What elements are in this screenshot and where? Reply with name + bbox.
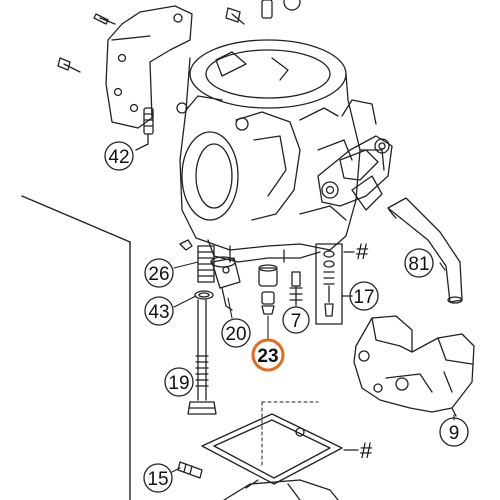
- callout-15: 15: [143, 463, 173, 493]
- needle-part-7: [289, 271, 303, 305]
- callout-7: 7: [282, 306, 310, 334]
- float-bowl-bottom: [223, 479, 339, 500]
- hash-marker-top: #: [356, 239, 369, 264]
- float-bowl-gasket: [201, 413, 343, 485]
- callout-23-highlighted: 23: [251, 338, 285, 372]
- choke-assembly: [317, 135, 393, 211]
- screw-left: [57, 57, 81, 73]
- callout-43: 43: [144, 296, 174, 326]
- screw-top-left: [93, 13, 116, 25]
- svg-text:7: 7: [291, 311, 302, 332]
- gasket-outline: [261, 401, 319, 467]
- cap-small: [179, 239, 193, 251]
- callout-42: 42: [104, 141, 134, 171]
- callout-26: 26: [144, 258, 174, 288]
- svg-text:15: 15: [147, 469, 168, 490]
- svg-text:20: 20: [225, 324, 246, 345]
- screw-part-19: [187, 299, 217, 415]
- hash-marker-bottom: #: [360, 438, 373, 463]
- svg-text:23: 23: [257, 346, 278, 367]
- svg-text:42: 42: [108, 147, 129, 168]
- screw-top: [225, 7, 245, 25]
- jet-part-23: [258, 264, 278, 315]
- mounting-bracket: [105, 5, 193, 129]
- svg-text:43: 43: [148, 302, 169, 323]
- hose-part-81: [387, 197, 463, 304]
- needle-kit-part-17: [315, 243, 353, 325]
- svg-text:26: 26: [148, 264, 169, 285]
- callout-17: 17: [349, 281, 379, 311]
- float-part-9: [353, 315, 475, 417]
- callout-19: 19: [164, 367, 194, 397]
- o-ring-part-43: [194, 290, 214, 300]
- carburetor-body: [176, 39, 385, 263]
- pin-part-42: [135, 107, 154, 151]
- valve-part-20: [210, 256, 241, 311]
- screw-part-15: [177, 461, 203, 479]
- svg-text:9: 9: [449, 423, 460, 444]
- callout-9: 9: [439, 417, 469, 447]
- frame-lines: [21, 195, 131, 500]
- callout-20: 20: [221, 318, 251, 348]
- callout-81: 81: [404, 248, 434, 278]
- svg-text:81: 81: [408, 254, 429, 275]
- leader-lines: [171, 261, 455, 473]
- bolt-top: [261, 0, 301, 19]
- spring-part-26: [197, 245, 215, 283]
- svg-text:19: 19: [168, 373, 189, 394]
- svg-text:17: 17: [353, 287, 374, 308]
